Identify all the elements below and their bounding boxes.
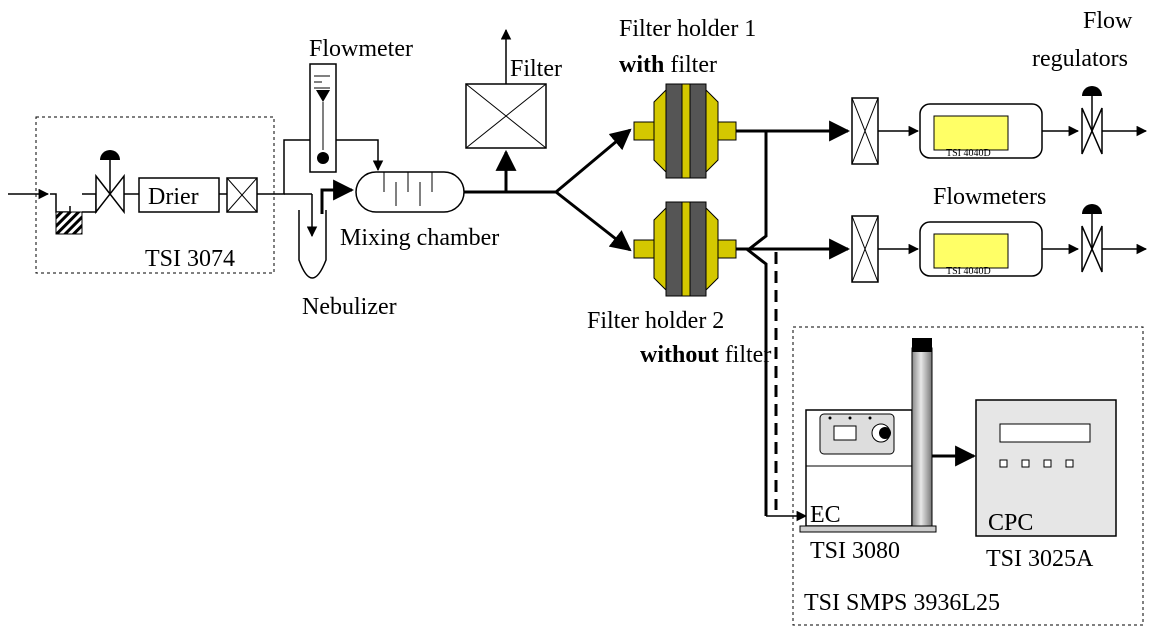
filter-holder-2-rest: filter [719,342,772,368]
filter-holder-1-rest: filter [664,52,717,78]
smps-enclosure [792,326,1144,626]
tsi-3074-enclosure [35,116,275,274]
filter-holder-1-icon [633,83,737,179]
filter-holder-1-title: Filter holder 1 [619,16,756,42]
tsi-3074-label: TSI 3074 [145,246,235,272]
exhaust-filter-icon [465,83,547,149]
filter-holder-1-bold: with [619,52,664,78]
pipe-to-flowmeter [257,139,310,195]
mixing-chamber-label: Mixing chamber [340,225,499,251]
flowmeter-label: Flowmeter [309,36,413,62]
pressure-regulator-valve-icon [95,150,125,215]
drier-box [138,177,220,213]
bypass-pipe-to-smps [745,131,768,516]
cpc-icon [975,399,1117,537]
flowmeter-icon [309,63,337,173]
row2-filter-icon [851,215,879,283]
tsi-smps-label: TSI SMPS 3936L25 [804,590,1000,616]
tsi-3025a-label: TSI 3025A [986,546,1094,572]
flowmeters-label: Flowmeters [933,184,1046,210]
flowmeter-4040d-1-label: TSI 4040D [946,148,991,159]
cpc-label: CPC [988,510,1033,536]
inlet-trap [50,193,71,213]
pipe-to-filter-holder-1 [555,128,632,194]
pipe-flowmeter-to-chamber [336,139,384,172]
filter-holder-2-icon [633,201,737,297]
filter-holder-1-subtitle: with filter [619,52,717,78]
filter-holder-2-subtitle: without filter [640,342,771,368]
electrostatic-classifier-icon [799,338,937,533]
flowmeter-4040d-1: TSI 4040D [919,103,1043,159]
pipe-to-filter-holder-2 [555,190,632,252]
exhaust-filter-label: Filter [510,56,562,82]
drier-label: Drier [148,184,199,210]
filter-holder-2-title: Filter holder 2 [587,308,724,334]
flowmeter-4040d-2: TSI 4040D [919,221,1043,277]
filter-holder-2-bold: without [640,342,719,368]
filter-icon [226,177,258,213]
flowmeter-4040d-2-label: TSI 4040D [946,266,991,277]
nebulizer-icon [298,210,327,279]
regulators-label: regulators [1032,46,1128,72]
tsi-3080-label: TSI 3080 [810,538,900,564]
pipe-nebulizer-to-chamber [320,179,355,214]
flow-label: Flow [1083,8,1133,34]
ec-label: EC [810,502,841,528]
hatched-filter-icon [55,211,83,235]
row1-filter-icon [851,97,879,165]
pipe-to-valve [82,194,97,213]
nebulizer-label: Nebulizer [302,294,397,320]
flow-regulator-valve-2-icon [1081,204,1103,273]
flow-regulator-valve-1-icon [1081,86,1103,155]
mixing-chamber-icon [355,171,465,213]
